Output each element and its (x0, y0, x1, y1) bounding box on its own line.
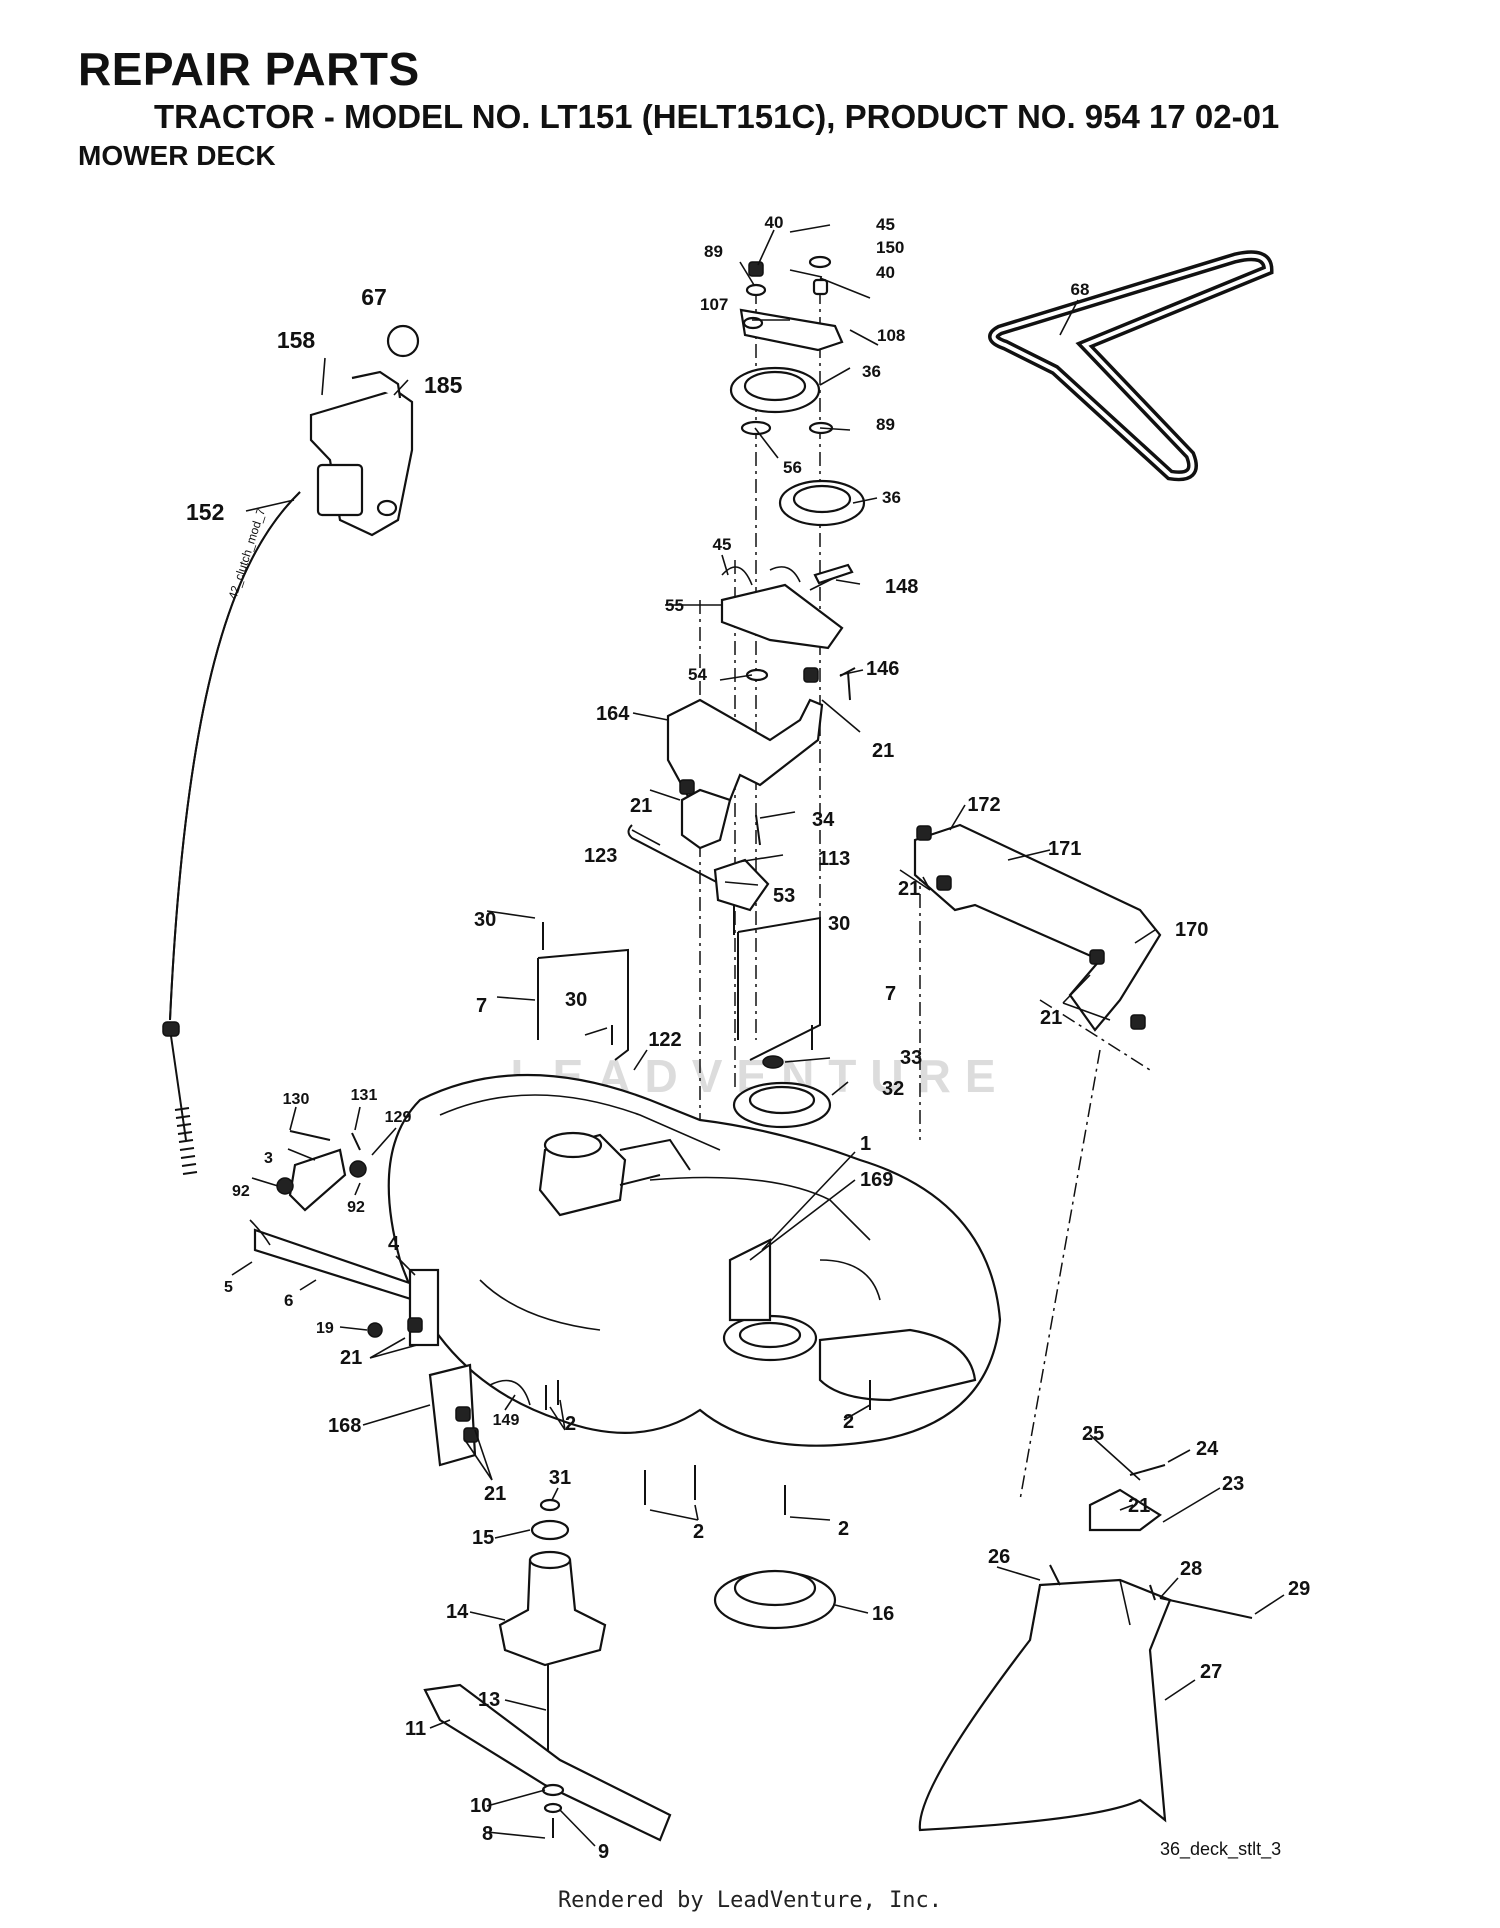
callout-113: 113 (818, 848, 850, 870)
cable-part-label: 42_clutch_mod_7 (226, 506, 269, 601)
callout-45-top: 45 (876, 215, 895, 234)
callout-11: 11 (405, 1718, 426, 1740)
callout-21-c: 21 (898, 878, 920, 900)
callout-130: 130 (283, 1091, 310, 1108)
callout-8: 8 (482, 1823, 493, 1845)
callout-33: 33 (900, 1047, 922, 1069)
callout-40-top: 40 (765, 213, 784, 232)
drive-belt (988, 250, 1274, 482)
callout-2-c: 2 (693, 1521, 704, 1543)
callout-148: 148 (885, 576, 918, 598)
callout-56: 56 (783, 458, 802, 477)
callout-129: 129 (385, 1109, 412, 1126)
callout-13: 13 (478, 1689, 500, 1711)
lift-link-rods (537, 905, 821, 1061)
callout-30-b: 30 (828, 913, 850, 935)
callout-7-left: 7 (476, 995, 487, 1017)
callout-55: 55 (665, 596, 684, 615)
blade-spindle-assembly (423, 1380, 871, 1842)
callout-6: 6 (284, 1291, 293, 1310)
callout-36-upper: 36 (862, 362, 881, 381)
callout-54: 54 (688, 665, 707, 684)
footer-credit: Rendered by LeadVenture, Inc. (557, 1888, 943, 1913)
callout-146: 146 (866, 658, 899, 680)
callout-34: 34 (812, 809, 835, 831)
section-title: MOWER DECK (78, 140, 276, 171)
callout-32: 32 (882, 1078, 904, 1100)
callout-152: 152 (186, 499, 224, 525)
mower-deck-shell (387, 1073, 1002, 1447)
callout-164: 164 (596, 703, 630, 725)
callout-2-b: 2 (843, 1411, 854, 1433)
callout-68: 68 (1071, 280, 1090, 299)
callout-16: 16 (872, 1603, 894, 1625)
callout-leaders (231, 224, 1285, 1847)
callout-158: 158 (277, 327, 316, 353)
callout-21-b: 21 (630, 795, 652, 817)
callout-45-mid: 45 (713, 535, 732, 554)
callout-31: 31 (549, 1467, 571, 1489)
callout-169: 169 (860, 1169, 893, 1191)
callout-30-a: 30 (474, 909, 496, 931)
callout-26: 26 (988, 1546, 1010, 1568)
callout-168: 168 (328, 1415, 361, 1437)
page-title: REPAIR PARTS (78, 43, 420, 95)
callout-89-top: 89 (704, 242, 723, 261)
clutch-bracket-cable: 42_clutch_mod_7 (162, 324, 420, 1175)
callout-labels: 40 45 89 150 40 107 108 36 89 56 36 67 1… (186, 213, 1310, 1863)
callout-4: 4 (388, 1233, 400, 1255)
callout-67: 67 (361, 284, 387, 310)
callout-170: 170 (1175, 919, 1208, 941)
callout-21-g: 21 (1128, 1495, 1150, 1517)
assembly-lines (699, 290, 1151, 1501)
callout-14: 14 (446, 1601, 469, 1623)
deck-support-arm (913, 823, 1162, 1032)
callout-92-right: 92 (347, 1199, 365, 1216)
callout-150: 150 (876, 238, 904, 257)
callout-108: 108 (877, 326, 905, 345)
callout-40-mid: 40 (876, 263, 895, 282)
left-lift-arm (249, 1130, 559, 1467)
spindle-pulley (732, 1055, 832, 1129)
callout-21-a: 21 (872, 740, 894, 762)
callout-23: 23 (1222, 1473, 1244, 1495)
callout-171: 171 (1048, 838, 1081, 860)
discharge-chute (918, 1464, 1253, 1832)
callout-122: 122 (648, 1029, 681, 1051)
callout-25: 25 (1082, 1423, 1104, 1445)
model-subtitle: TRACTOR - MODEL NO. LT151 (HELT151C), PR… (154, 98, 1280, 135)
figure-id: 36_deck_stlt_3 (1160, 1839, 1281, 1860)
callout-10: 10 (470, 1795, 492, 1817)
callout-2-d: 2 (838, 1518, 849, 1540)
callout-27: 27 (1200, 1661, 1222, 1683)
callout-29: 29 (1288, 1578, 1310, 1600)
callout-185: 185 (424, 372, 463, 398)
callout-30-c: 30 (565, 989, 587, 1011)
callout-2-a: 2 (565, 1413, 576, 1435)
callout-19: 19 (316, 1320, 334, 1337)
callout-149: 149 (493, 1412, 520, 1429)
callout-21-f: 21 (484, 1483, 506, 1505)
idler-arm-brackets (627, 563, 856, 912)
callout-15: 15 (472, 1527, 494, 1549)
callout-107: 107 (700, 295, 728, 314)
callout-28: 28 (1180, 1558, 1202, 1580)
callout-21-d: 21 (1040, 1007, 1062, 1029)
callout-7-right: 7 (885, 983, 896, 1005)
callout-1: 1 (860, 1133, 871, 1155)
callout-53: 53 (773, 885, 795, 907)
callout-172: 172 (967, 794, 1000, 816)
callout-92-left: 92 (232, 1183, 250, 1200)
callout-89-mid: 89 (876, 415, 895, 434)
idler-pulley-assembly (729, 255, 866, 527)
callout-36-lower: 36 (882, 488, 901, 507)
callout-24: 24 (1196, 1438, 1219, 1460)
callout-5: 5 (224, 1279, 233, 1296)
callout-131: 131 (351, 1087, 378, 1104)
callout-123: 123 (584, 845, 617, 867)
callout-21-e: 21 (340, 1347, 362, 1369)
callout-9: 9 (598, 1841, 609, 1863)
callout-3: 3 (264, 1150, 273, 1167)
